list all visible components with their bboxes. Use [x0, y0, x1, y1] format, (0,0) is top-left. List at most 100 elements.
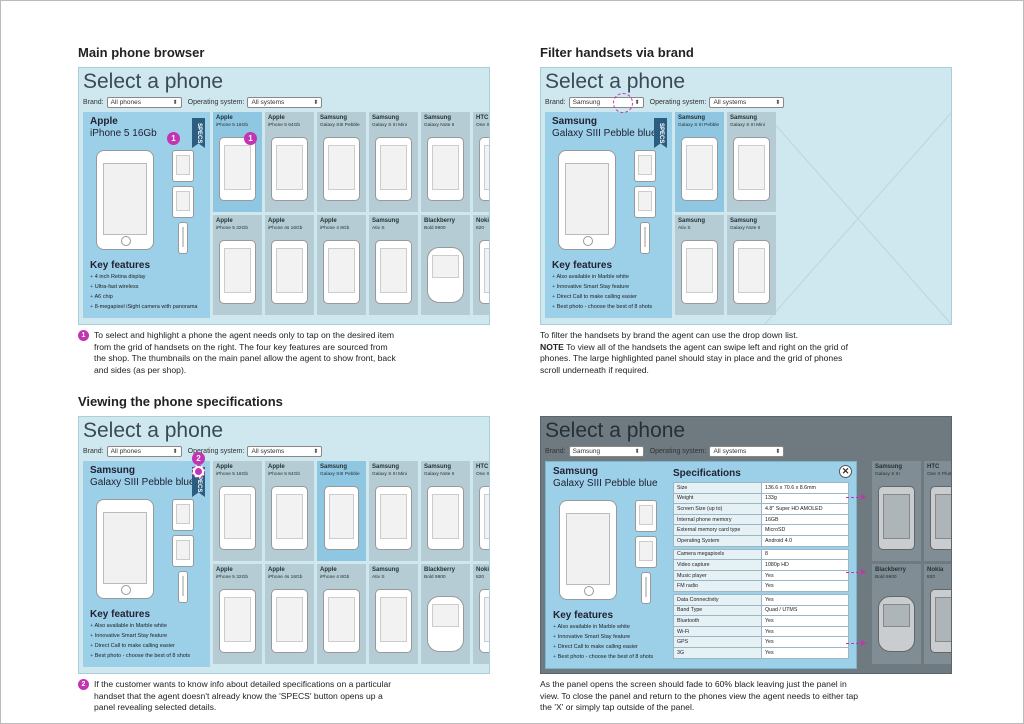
thumbnail-side[interactable]	[178, 222, 188, 254]
phone-front-image	[558, 150, 616, 250]
caption-text: As the panel opens the screen should fad…	[540, 679, 859, 712]
handset-brand: Apple	[216, 218, 233, 224]
thumbnail-back[interactable]	[172, 535, 194, 567]
thumbnail-back[interactable]	[634, 186, 656, 218]
handset-model: iPhone 5 64Gb	[268, 472, 301, 477]
thumbnail-side[interactable]	[641, 572, 651, 604]
os-select-value: All systems	[251, 99, 285, 106]
thumbnail-back[interactable]	[635, 536, 657, 568]
handset-image	[219, 589, 256, 653]
thumbnail-front[interactable]	[172, 499, 194, 531]
caption-text: If the customer wants to know info about…	[94, 679, 392, 712]
handset-image	[479, 240, 489, 304]
handset-image	[427, 486, 464, 550]
handset-model: Galaxy Note II	[730, 226, 761, 231]
thumbnail-front[interactable]	[172, 150, 194, 182]
handset-brand: Apple	[216, 115, 233, 121]
spec-value: Yes	[761, 615, 849, 627]
thumbnail-front[interactable]	[635, 500, 657, 532]
brand-select[interactable]: All phones⬍	[106, 97, 182, 108]
os-select[interactable]: All systems⬍	[247, 97, 323, 108]
os-label: Operating system:	[649, 99, 707, 106]
handset-brand: Samsung	[372, 464, 400, 470]
handset-model: iPhone 4s 16Gb	[268, 226, 303, 231]
os-select[interactable]: All systems⬍	[709, 446, 785, 457]
thumbnail-front[interactable]	[634, 150, 656, 182]
specs-button[interactable]: SPECS	[654, 118, 667, 148]
brand-select[interactable]: Samsung⬍	[568, 97, 644, 108]
handset-image	[375, 137, 412, 201]
spec-name: FM radio	[673, 580, 762, 592]
phone-front-image	[96, 499, 154, 599]
brand-select[interactable]: Samsung⬍	[568, 446, 644, 457]
spec-value: 8	[761, 548, 849, 561]
close-icon[interactable]: ✕	[839, 465, 852, 478]
chevron-updown-icon: ⬍	[634, 449, 640, 455]
handset-brand: Samsung	[424, 115, 452, 121]
thumbnail-back[interactable]	[172, 186, 194, 218]
handset-model: iPhone 4s 16Gb	[268, 575, 303, 580]
handset-model: iPhone 5 32Gb	[216, 575, 249, 580]
os-select[interactable]: All systems⬍	[709, 97, 785, 108]
filter-bar: Brand:Samsung⬍Operating system:All syste…	[545, 97, 790, 108]
handset-model: Galaxy S III	[875, 472, 900, 477]
handset-image	[375, 589, 412, 653]
os-select-value: All systems	[251, 448, 285, 455]
specs-button[interactable]: SPECS	[192, 118, 205, 148]
thumbnail-side[interactable]	[640, 222, 650, 254]
brand-label: Brand:	[545, 448, 566, 455]
handset-model: Bold 9900	[875, 575, 897, 580]
phone-front-image	[96, 150, 154, 250]
handset-brand: Samsung	[372, 218, 400, 224]
brand-select[interactable]: All phones⬍	[106, 446, 182, 457]
brand-label: Brand:	[83, 448, 104, 455]
handset-image	[479, 486, 489, 550]
section-caption: 2 If the customer wants to know info abo…	[78, 679, 398, 714]
thumbnail-side[interactable]	[178, 571, 188, 603]
os-select[interactable]: All systems⬍	[247, 446, 323, 457]
spec-name: Operating System	[673, 534, 762, 547]
section-phone-specifications: Viewing the phone specifications Select …	[78, 394, 490, 714]
group-spacer	[673, 591, 849, 595]
